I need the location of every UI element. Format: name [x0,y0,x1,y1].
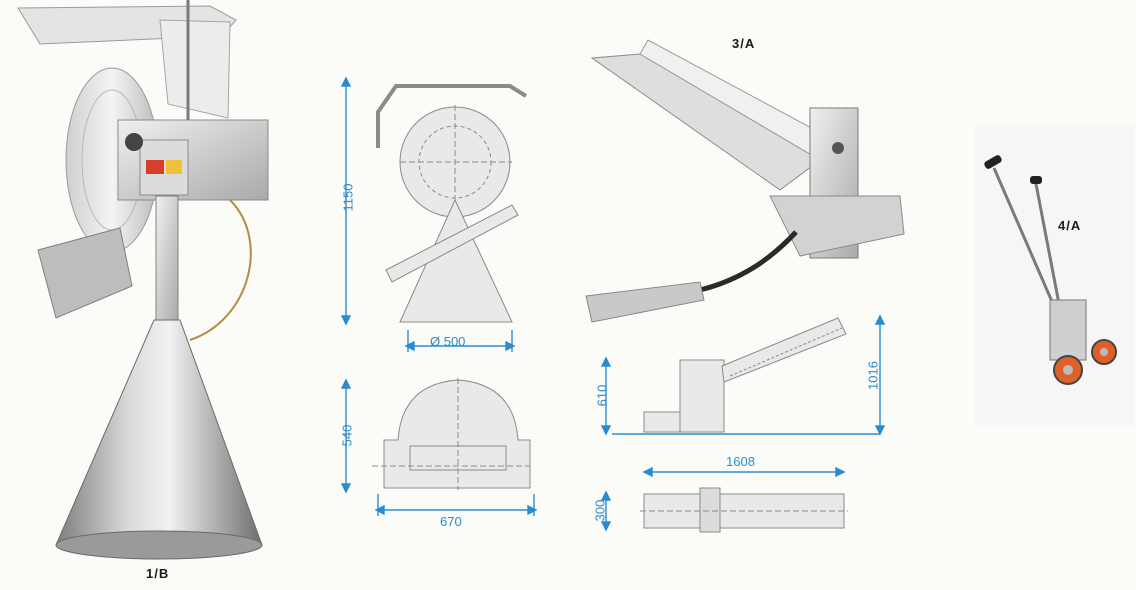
dim-width-670: 670 [440,514,462,529]
trolley-label: 4/A [1058,218,1082,233]
conveyor-top-dimensions [600,466,846,532]
top-view-dimensions [340,378,538,516]
conveyor-top-drawing [640,487,848,533]
conveyor-side-drawing [643,317,847,433]
dim-diameter-500: Ø 500 [430,334,466,349]
dim-height-1016: 1016 [865,361,881,390]
machine-photo [17,0,269,560]
front-view-drawing [376,84,528,323]
dim-length-1608: 1608 [726,454,755,469]
conveyor-side-dimensions [600,314,886,436]
trolley-photo [975,125,1135,425]
conveyor-photo [585,39,905,323]
conveyor-label: 3/A [732,36,756,51]
dim-height-1150: 1150 [340,183,356,212]
machine-label: 1/B [146,566,170,581]
dim-depth-540: 540 [339,424,355,447]
top-view-drawing [372,378,531,490]
front-view-dimensions [340,76,516,352]
dim-height-610: 610 [594,384,610,407]
dim-width-300: 300 [592,499,608,522]
